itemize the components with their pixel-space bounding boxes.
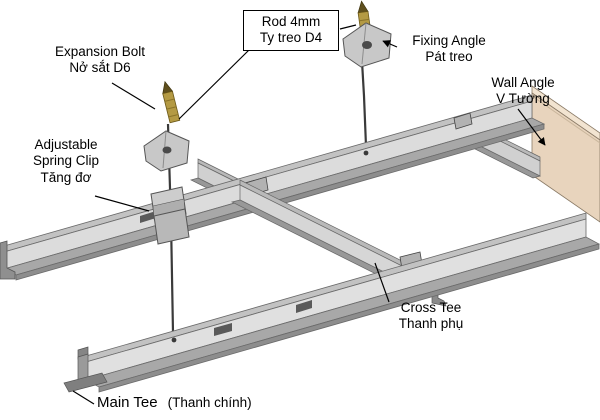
label-line: Expansion Bolt	[54, 44, 146, 59]
expansion-bolt-left	[162, 80, 181, 124]
web-slot	[296, 300, 312, 313]
label-line: Wall Angle	[491, 75, 555, 90]
leader-rod-right	[339, 24, 357, 30]
leader-lines	[72, 24, 546, 405]
spring-clip-plate	[153, 208, 190, 245]
label-line: Tăng đơ	[40, 169, 92, 185]
rod-hole	[171, 337, 177, 343]
rod-label: Rod 4mm Ty treo D4	[243, 10, 339, 51]
label-line: Pát treo	[425, 49, 473, 65]
label-line: Fixing Angle	[412, 33, 486, 48]
label-line: Main Tee	[97, 394, 158, 411]
connector-clip	[453, 112, 473, 130]
wall-angle-part	[531, 85, 600, 223]
leader-rod-left	[178, 49, 250, 120]
bracket-hole	[362, 41, 372, 49]
leader-fixing-angle	[382, 40, 398, 48]
label-line: Thanh phụ	[398, 316, 464, 332]
leader-expansion-bolt	[111, 82, 156, 110]
cross-tee-label: Cross Tee Thanh phụ	[390, 300, 472, 333]
leader-spring-clip	[94, 195, 150, 212]
main-tee-label: Main Tee (Thanh chính)	[97, 394, 252, 412]
cross-tee-front	[230, 179, 447, 307]
main-tee-front	[63, 212, 600, 393]
hanger-assembly-left	[143, 80, 190, 334]
web-slot	[140, 211, 156, 223]
spring-clip-label: Adjustable Spring Clip Tăng đơ	[14, 137, 118, 186]
label-line: V Tường	[496, 91, 550, 107]
bracket-hole	[162, 146, 172, 154]
main-tee-back-end-face	[0, 240, 16, 280]
leader-wall-angle	[517, 108, 546, 146]
label-line: Spring Clip	[32, 153, 100, 169]
label-line: Nở sắt D6	[69, 60, 131, 76]
hanger-assembly-right	[342, 0, 392, 147]
leader-main-tee	[72, 390, 95, 405]
rod-hole	[363, 150, 369, 156]
web-slot	[214, 323, 232, 336]
wall-angle-label: Wall Angle V Tường	[477, 75, 569, 108]
leader-cross-tee	[374, 262, 390, 303]
label-line: Adjustable	[34, 137, 98, 152]
expansion-bolt-label: Expansion Bolt Nở sắt D6	[30, 44, 170, 77]
label-line: Rod 4mm	[261, 14, 321, 29]
label-line: (Thanh chính)	[167, 395, 252, 410]
label-line: Cross Tee	[400, 300, 462, 315]
label-line: Ty treo D4	[259, 30, 323, 46]
fixing-angle-label: Fixing Angle Pát treo	[400, 33, 498, 66]
